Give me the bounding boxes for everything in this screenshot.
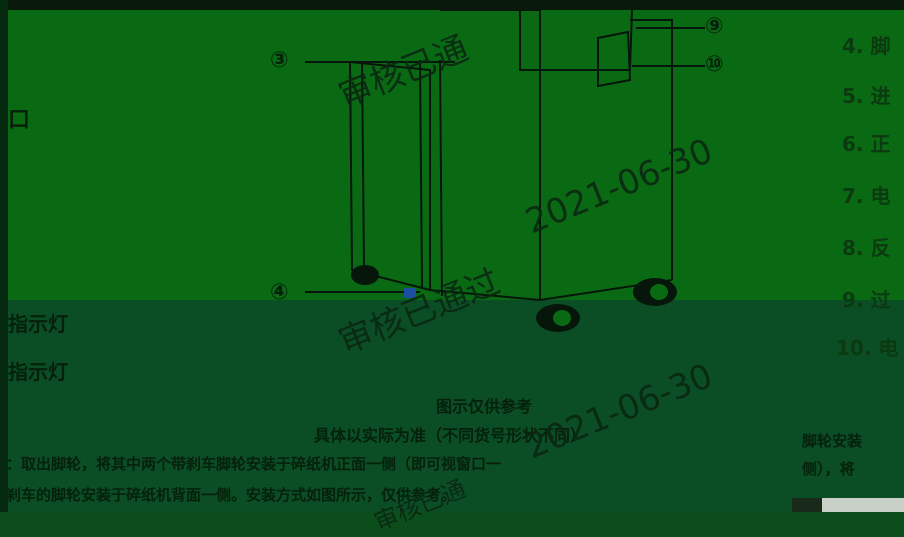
- list-item: 8. 反: [842, 236, 891, 260]
- left-label-indicator-2: 指示灯: [8, 360, 68, 384]
- list-item: 10. 电: [836, 336, 899, 360]
- left-edge: [0, 0, 8, 512]
- shredder-illustration: [305, 9, 705, 332]
- right-cut-line-2: 侧），将: [802, 460, 855, 478]
- lower-panel: [0, 300, 904, 512]
- left-label-indicator-1: 指示灯: [8, 312, 68, 336]
- instruction-line-1: ：取出脚轮，将其中两个带刹车脚轮安装于碎纸机正面一侧（即可视窗口一: [6, 455, 502, 473]
- caption-line-1: 图示仅供参考: [436, 397, 533, 416]
- callout-10: ⑩: [705, 52, 724, 77]
- right-cut-line-1: 脚轮安装: [802, 432, 863, 450]
- list-item: 7. 电: [842, 184, 891, 208]
- list-item: 5. 进: [842, 84, 891, 108]
- callout-9: ⑨: [705, 14, 724, 39]
- list-item: 6. 正: [842, 132, 891, 156]
- callout-3: ③: [270, 48, 289, 73]
- caption-line-2: 具体以实际为准（不同货号形状不同）: [314, 426, 587, 445]
- adjacent-image-fragment-dark: [792, 498, 822, 512]
- instruction-line-2: 刹车的脚轮安装于碎纸机背面一侧。安装方式如图所示，仅供参考。: [6, 486, 457, 504]
- list-item: 9. 过: [842, 288, 891, 312]
- upper-panel: [0, 0, 904, 300]
- top-edge-strip: [0, 0, 904, 10]
- callout-4: ④: [270, 280, 289, 305]
- list-item: 4. 脚: [842, 34, 891, 58]
- left-label-port: 口: [8, 108, 31, 133]
